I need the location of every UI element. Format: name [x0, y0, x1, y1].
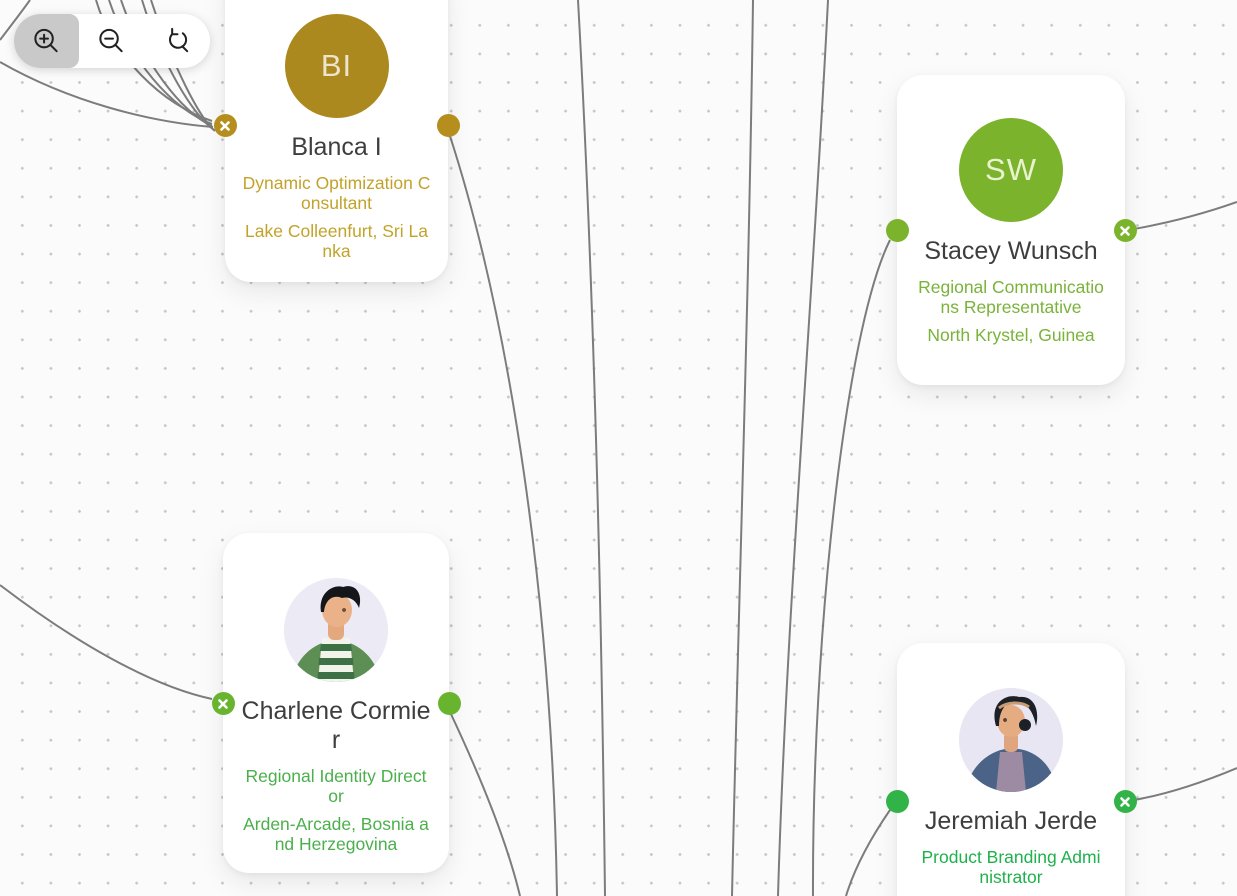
zoom-in-button[interactable] [14, 14, 80, 68]
person-title: Dynamic Optimization Consultant [242, 173, 431, 213]
avatar-initials-text: BI [320, 48, 353, 83]
avatar-initials: SW [959, 118, 1063, 222]
person-card-blanca[interactable]: BI Blanca I Dynamic Optimization Consult… [213, 0, 460, 282]
person-name: Stacey Wunsch [924, 237, 1098, 265]
zoom-toolbar [14, 14, 210, 68]
avatar-illustration [284, 578, 388, 682]
zoom-in-icon [34, 28, 58, 52]
edge-jeremiah-right-out [1133, 767, 1237, 801]
connector-right[interactable] [437, 692, 461, 715]
avatar-initials-text: SW [985, 152, 1037, 187]
edge-top-mid-1 [577, 0, 606, 896]
person-title: Regional Communications Representative [918, 277, 1104, 317]
person-location: Lake Colleenfurt, Sri Lanka [245, 221, 428, 261]
person-name: Jeremiah Jerde [924, 807, 1098, 835]
person-card-charlene[interactable]: Charlene Cormier Regional Identity Direc… [211, 533, 461, 873]
connector-left[interactable] [885, 219, 909, 242]
shuffle-icon [218, 698, 228, 709]
connector-right[interactable] [1113, 790, 1137, 813]
shuffle-icon [1120, 796, 1130, 807]
person-name: Blanca I [291, 133, 382, 161]
man-striped-shirt-illustration [284, 578, 388, 682]
edge-jeremiah-left-down [845, 809, 891, 896]
edge-stacey-left-down [811, 239, 891, 896]
person-name: Charlene Cormier [241, 697, 431, 754]
edge-charlene-right-down [449, 711, 521, 896]
person-card-stacey[interactable]: SW Stacey Wunsch Regional Communications… [885, 75, 1137, 385]
edge-blanca-right-down [448, 132, 558, 896]
edge-stacey-right-out [1133, 201, 1237, 230]
connector-left[interactable] [213, 114, 237, 137]
avatar-illustration [959, 688, 1063, 792]
edge-top-mid-3 [777, 0, 829, 896]
avatar-initials: BI [284, 14, 389, 118]
connector-left[interactable] [211, 692, 235, 715]
edge-left-sweep-to-blanca [0, 61, 214, 128]
zoom-out-button[interactable] [79, 14, 144, 68]
person-location: Arden-Arcade, Bosnia and Herzegovina [243, 814, 429, 854]
person-title: Regional Identity Director [245, 766, 427, 806]
edge-charlene-left-out [0, 584, 213, 700]
shuffle-icon [220, 120, 230, 131]
person-location: North Krystel, Guinea [927, 325, 1095, 345]
connector-right[interactable] [1113, 219, 1137, 242]
person-card-jeremiah[interactable]: Jeremiah Jerde Product Branding Administ… [885, 643, 1137, 896]
zoom-reset-button[interactable] [145, 14, 210, 68]
connector-right[interactable] [436, 114, 460, 137]
shuffle-icon [1120, 225, 1130, 236]
zoom-reset-icon [168, 27, 189, 52]
man-blue-jacket-illustration [959, 688, 1063, 792]
edge-corner-top-left [0, 0, 31, 41]
person-title: Product Branding Administrator [921, 847, 1101, 887]
connector-left[interactable] [885, 790, 909, 813]
zoom-out-icon [99, 28, 124, 52]
edge-top-mid-2 [731, 0, 754, 896]
